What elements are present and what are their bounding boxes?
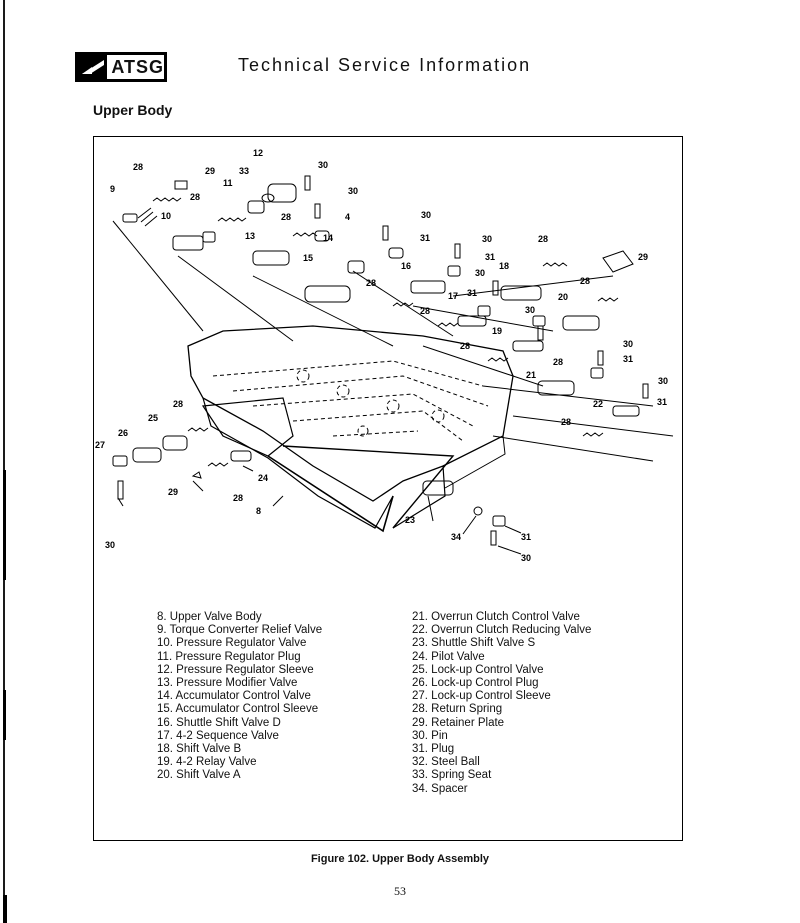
binding-edge — [3, 0, 5, 923]
svg-text:30: 30 — [525, 305, 535, 315]
legend-item: 23. Shuttle Shift Valve S — [412, 637, 536, 650]
svg-text:33: 33 — [239, 166, 249, 176]
legend-item: 19. 4-2 Relay Valve — [157, 756, 257, 769]
svg-text:28: 28 — [420, 306, 430, 316]
svg-text:24: 24 — [258, 473, 268, 483]
parts-legend-right: 21. Overrun Clutch Control Valve 22. Ove… — [412, 611, 591, 796]
svg-text:28: 28 — [233, 493, 243, 503]
svg-text:28: 28 — [366, 278, 376, 288]
svg-text:26: 26 — [118, 428, 128, 438]
legend-item: 17. 4-2 Sequence Valve — [157, 729, 279, 742]
legend-item: 27. Lock-up Control Sleeve — [412, 690, 551, 703]
svg-text:13: 13 — [245, 231, 255, 241]
binding-mark — [3, 895, 7, 923]
atsg-logo: ATSG — [75, 52, 167, 82]
callout-labels: 12 30 28 29 33 9 11 30 28 10 28 4 30 13 … — [95, 148, 668, 563]
legend-item: 21. Overrun Clutch Control Valve — [412, 611, 580, 623]
svg-text:30: 30 — [658, 376, 668, 386]
svg-text:21: 21 — [526, 370, 536, 380]
exploded-valve-diagram: 12 30 28 29 33 9 11 30 28 10 28 4 30 13 … — [95, 148, 674, 563]
binding-mark — [3, 690, 6, 740]
legend-item: 8. Upper Valve Body — [157, 611, 262, 623]
svg-text:14: 14 — [323, 233, 333, 243]
svg-text:25: 25 — [148, 413, 158, 423]
legend-item: 28. Return Spring — [412, 703, 503, 716]
svg-text:29: 29 — [205, 166, 215, 176]
svg-text:18: 18 — [499, 261, 509, 271]
legend-item: 13. Pressure Modifier Valve — [157, 677, 298, 690]
svg-text:30: 30 — [421, 210, 431, 220]
svg-text:8: 8 — [256, 506, 261, 516]
svg-text:28: 28 — [133, 162, 143, 172]
svg-text:30: 30 — [475, 268, 485, 278]
legend-item: 24. Pilot Valve — [412, 650, 485, 663]
figure-caption: Figure 102. Upper Body Assembly — [310, 853, 490, 865]
svg-text:10: 10 — [161, 211, 171, 221]
svg-text:19: 19 — [492, 326, 502, 336]
svg-text:28: 28 — [190, 192, 200, 202]
svg-text:30: 30 — [623, 339, 633, 349]
svg-text:28: 28 — [538, 234, 548, 244]
svg-text:31: 31 — [420, 233, 430, 243]
svg-text:29: 29 — [638, 252, 648, 262]
svg-text:31: 31 — [467, 288, 477, 298]
page-number: 53 — [394, 884, 406, 898]
svg-text:29: 29 — [168, 487, 178, 497]
legend-item: 26. Lock-up Control Plug — [412, 677, 539, 690]
svg-text:23: 23 — [405, 515, 415, 525]
legend-item: 34. Spacer — [412, 782, 468, 795]
svg-text:22: 22 — [593, 399, 603, 409]
legend-item: 16. Shuttle Shift Valve D — [157, 716, 281, 729]
legend-item: 18. Shift Valve B — [157, 743, 242, 756]
legend-item: 12. Pressure Regulator Sleeve — [157, 663, 314, 676]
legend-item: 31. Plug — [412, 743, 455, 756]
svg-text:30: 30 — [482, 234, 492, 244]
svg-text:28: 28 — [173, 399, 183, 409]
page-header-title: Technical Service Information — [238, 55, 532, 75]
legend-item: 9. Torque Converter Relief Valve — [157, 624, 323, 637]
svg-text:12: 12 — [253, 148, 263, 158]
svg-text:17: 17 — [448, 291, 458, 301]
parts-legend-left: 8. Upper Valve Body 9. Torque Converter … — [157, 611, 322, 783]
svg-text:28: 28 — [561, 417, 571, 427]
legend-item: 25. Lock-up Control Valve — [412, 663, 544, 676]
svg-text:15: 15 — [303, 253, 313, 263]
legend-item: 32. Steel Ball — [412, 756, 480, 769]
svg-text:30: 30 — [105, 540, 115, 550]
svg-text:34: 34 — [451, 532, 461, 542]
figure-frame — [93, 136, 683, 841]
svg-text:31: 31 — [485, 252, 495, 262]
legend-item: 30. Pin — [412, 729, 448, 742]
svg-text:28: 28 — [580, 276, 590, 286]
legend-item: 15. Accumulator Control Sleeve — [157, 703, 319, 716]
svg-text:31: 31 — [657, 397, 667, 407]
svg-text:4: 4 — [345, 212, 350, 222]
legend-item: 33. Spring Seat — [412, 769, 492, 782]
section-title: Upper Body — [93, 102, 173, 118]
svg-text:31: 31 — [623, 354, 633, 364]
legend-item: 14. Accumulator Control Valve — [157, 690, 311, 703]
legend-item: 11. Pressure Regulator Plug — [157, 650, 301, 663]
svg-text:30: 30 — [348, 186, 358, 196]
logo-text: ATSG — [111, 56, 164, 77]
svg-text:30: 30 — [318, 160, 328, 170]
svg-text:28: 28 — [460, 341, 470, 351]
binding-mark — [3, 470, 6, 580]
legend-item: 22. Overrun Clutch Reducing Valve — [412, 624, 592, 637]
logo-emblem-icon — [78, 55, 108, 79]
legend-item: 20. Shift Valve A — [157, 769, 241, 782]
svg-text:27: 27 — [95, 440, 105, 450]
svg-text:20: 20 — [558, 292, 568, 302]
legend-item: 29. Retainer Plate — [412, 716, 505, 729]
svg-text:11: 11 — [223, 178, 233, 188]
legend-item: 10. Pressure Regulator Valve — [157, 637, 307, 650]
svg-text:9: 9 — [110, 184, 115, 194]
svg-text:28: 28 — [553, 357, 563, 367]
svg-text:16: 16 — [401, 261, 411, 271]
svg-text:31: 31 — [521, 532, 531, 542]
svg-text:28: 28 — [281, 212, 291, 222]
svg-text:30: 30 — [521, 553, 531, 563]
